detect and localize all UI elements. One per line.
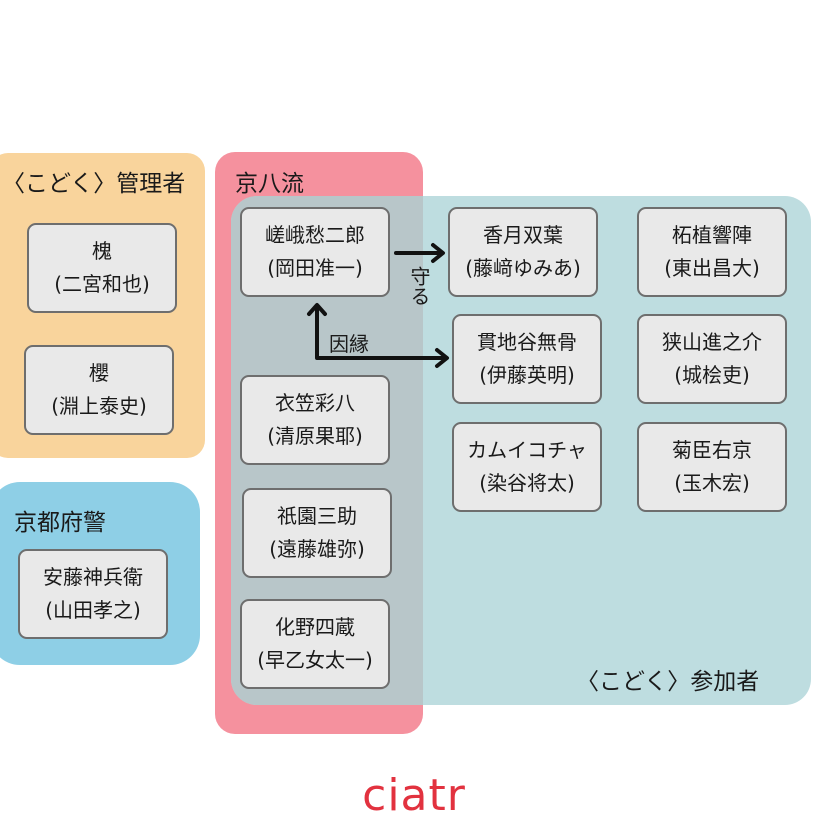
character-card-kazuki[interactable]: 香月双葉 (藤﨑ゆみあ) bbox=[448, 207, 598, 297]
role-name: カムイコチャ bbox=[467, 438, 587, 462]
character-card-kinugasa[interactable]: 衣笠彩八 (清原果耶) bbox=[240, 375, 390, 465]
actor-name: (山田孝之) bbox=[45, 598, 141, 622]
actor-name: (藤﨑ゆみあ) bbox=[465, 256, 581, 280]
role-name: 櫻 bbox=[89, 361, 109, 385]
actor-name: (淵上泰史) bbox=[51, 394, 147, 418]
actor-name: (染谷将太) bbox=[479, 471, 575, 495]
police-group-title: 京都府警 bbox=[14, 510, 106, 536]
admin-group-title: 〈こどく〉管理者 bbox=[2, 171, 186, 197]
character-card-tsuge[interactable]: 柘植響陣 (東出昌大) bbox=[637, 207, 787, 297]
character-card-gion[interactable]: 祇園三助 (遠藤雄弥) bbox=[242, 488, 392, 578]
character-card-kanjiya[interactable]: 貫地谷無骨 (伊藤英明) bbox=[452, 314, 602, 404]
character-card-sakura[interactable]: 櫻 (淵上泰史) bbox=[24, 345, 174, 435]
role-name: 嵯峨愁二郎 bbox=[265, 223, 365, 247]
role-name: 香月双葉 bbox=[483, 223, 563, 247]
role-name: 貫地谷無骨 bbox=[477, 330, 577, 354]
role-name: 槐 bbox=[92, 239, 112, 263]
relation-label-protect: 守る bbox=[404, 266, 431, 314]
role-name: 衣笠彩八 bbox=[275, 391, 355, 415]
participants-group-title: 〈こどく〉参加者 bbox=[576, 669, 760, 695]
actor-name: (伊藤英明) bbox=[479, 363, 575, 387]
character-card-kikuomi[interactable]: 菊臣右京 (玉木宏) bbox=[637, 422, 787, 512]
role-name: 安藤神兵衛 bbox=[43, 565, 143, 589]
ciatr-logo: ciatr bbox=[362, 770, 466, 821]
actor-name: (遠藤雄弥) bbox=[269, 537, 365, 561]
role-name: 祇園三助 bbox=[277, 504, 357, 528]
character-card-enju[interactable]: 槐 (二宮和也) bbox=[27, 223, 177, 313]
kyohachi-group-title: 京八流 bbox=[235, 171, 304, 197]
relation-label-text: 守る bbox=[407, 266, 431, 306]
character-card-saga[interactable]: 嵯峨愁二郎 (岡田准一) bbox=[240, 207, 390, 297]
actor-name: (岡田准一) bbox=[267, 256, 363, 280]
actor-name: (城桧吏) bbox=[674, 363, 750, 387]
actor-name: (東出昌大) bbox=[664, 256, 760, 280]
character-card-ando[interactable]: 安藤神兵衛 (山田孝之) bbox=[18, 549, 168, 639]
relation-label-fate: 因縁 bbox=[329, 332, 369, 356]
character-card-sayama[interactable]: 狭山進之介 (城桧吏) bbox=[637, 314, 787, 404]
character-card-adashino[interactable]: 化野四蔵 (早乙女太一) bbox=[240, 599, 390, 689]
actor-name: (玉木宏) bbox=[674, 471, 750, 495]
actor-name: (二宮和也) bbox=[54, 272, 150, 296]
actor-name: (早乙女太一) bbox=[257, 648, 373, 672]
role-name: 菊臣右京 bbox=[672, 438, 752, 462]
character-card-kamuikocha[interactable]: カムイコチャ (染谷将太) bbox=[452, 422, 602, 512]
role-name: 化野四蔵 bbox=[275, 615, 355, 639]
role-name: 狭山進之介 bbox=[662, 330, 762, 354]
role-name: 柘植響陣 bbox=[672, 223, 752, 247]
actor-name: (清原果耶) bbox=[267, 424, 363, 448]
